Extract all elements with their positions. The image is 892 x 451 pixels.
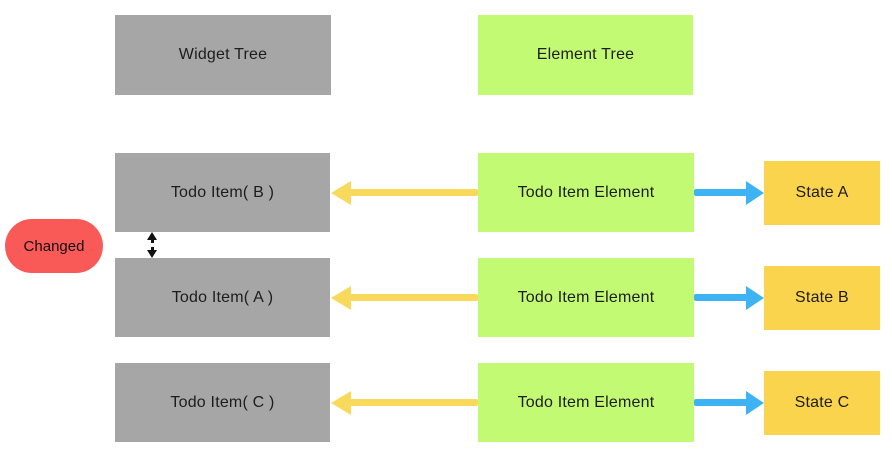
element-to-state-arrow-row3 bbox=[694, 399, 747, 406]
element-box-row3-label: Todo Item Element bbox=[517, 393, 655, 411]
element-to-state-arrow-row2 bbox=[694, 294, 747, 301]
state-box-row2: State B bbox=[764, 266, 880, 330]
element-to-widget-arrowhead-row1 bbox=[331, 181, 351, 205]
element-box-row1: Todo Item Element bbox=[478, 153, 694, 232]
state-box-row1-label: State A bbox=[795, 184, 849, 201]
widget-tree-header-label: Widget Tree bbox=[178, 46, 268, 63]
element-box-row3: Todo Item Element bbox=[478, 363, 694, 442]
element-box-row2-label: Todo Item Element bbox=[517, 288, 655, 306]
element-to-widget-arrow-row3 bbox=[350, 399, 478, 406]
element-to-state-arrowhead-row3 bbox=[746, 391, 764, 415]
element-to-state-arrow-row1 bbox=[694, 189, 747, 196]
state-box-row3: State C bbox=[764, 371, 880, 435]
swap-arrow-up-icon bbox=[147, 232, 157, 240]
changed-badge-label: Changed bbox=[23, 237, 85, 255]
element-tree-header: Element Tree bbox=[478, 15, 693, 95]
widget-box-row3: Todo Item( C ) bbox=[115, 363, 330, 442]
element-to-widget-arrow-row2 bbox=[350, 294, 478, 301]
state-box-row3-label: State C bbox=[794, 394, 850, 411]
element-to-state-arrowhead-row2 bbox=[746, 286, 764, 310]
swap-arrow-line bbox=[151, 239, 154, 251]
state-box-row1: State A bbox=[764, 161, 880, 225]
element-box-row1-label: Todo Item Element bbox=[517, 183, 655, 201]
element-to-widget-arrowhead-row3 bbox=[331, 391, 351, 415]
widget-tree-header: Widget Tree bbox=[115, 15, 331, 95]
changed-badge: Changed bbox=[5, 219, 103, 273]
widget-box-row3-label: Todo Item( C ) bbox=[170, 393, 275, 411]
element-to-state-arrowhead-row1 bbox=[746, 181, 764, 205]
swap-arrow-down-icon bbox=[147, 250, 157, 258]
widget-box-row1-label: Todo Item( B ) bbox=[170, 183, 275, 201]
element-box-row2: Todo Item Element bbox=[478, 258, 694, 337]
element-tree-header-label: Element Tree bbox=[536, 46, 635, 63]
widget-box-row2: Todo Item( A ) bbox=[115, 258, 330, 337]
element-to-widget-arrowhead-row2 bbox=[331, 286, 351, 310]
widget-box-row1: Todo Item( B ) bbox=[115, 153, 330, 232]
widget-box-row2-label: Todo Item( A ) bbox=[171, 288, 274, 306]
element-to-widget-arrow-row1 bbox=[350, 189, 478, 196]
state-box-row2-label: State B bbox=[795, 289, 849, 306]
